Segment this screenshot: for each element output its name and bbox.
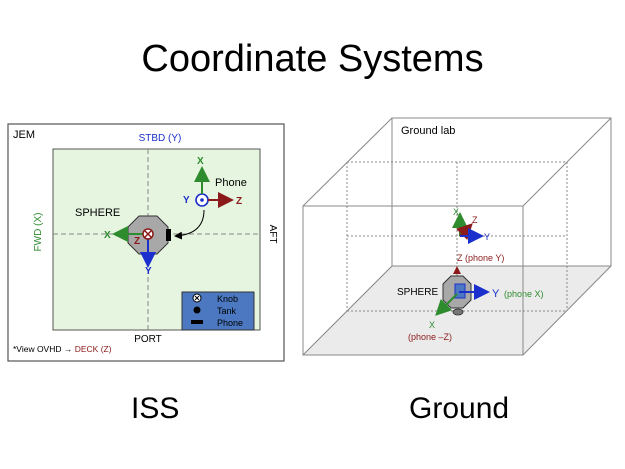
iss-sphere-label: SPHERE bbox=[75, 207, 120, 219]
ground-sphere-knob bbox=[452, 308, 464, 316]
ground-y-label: Y bbox=[492, 288, 500, 300]
sphere-z-label: Z bbox=[134, 236, 140, 247]
stbd-label: STBD (Y) bbox=[139, 133, 182, 144]
ground-x-label: X bbox=[429, 320, 435, 330]
iss-footnote: *View OVHD → DECK (Z) bbox=[13, 344, 112, 354]
phone-z-label: Z bbox=[236, 196, 242, 207]
phone-y-label: Y bbox=[183, 195, 190, 206]
port-label: PORT bbox=[134, 334, 162, 345]
phone-x-label: X bbox=[197, 156, 204, 167]
caption-iss: ISS bbox=[131, 392, 180, 425]
footnote-prefix: *View OVHD → bbox=[13, 344, 75, 354]
sphere-y-label: Y bbox=[145, 266, 152, 277]
ground-box-back bbox=[391, 117, 612, 267]
ground-y-phone-x: (phone X) bbox=[504, 289, 544, 299]
aft-label: AFT bbox=[267, 225, 278, 244]
ground-z-arrow-icon bbox=[453, 266, 461, 274]
iss-phone-label: Phone bbox=[215, 177, 247, 189]
legend-phone: Phone bbox=[217, 318, 243, 328]
phone-callout-arrow bbox=[174, 209, 205, 240]
legend-tank: Tank bbox=[217, 306, 237, 316]
ground-z-phone-y-text: Z (phone Y) bbox=[457, 253, 504, 263]
ground-top-y-label: Y bbox=[484, 232, 490, 242]
page-title: Coordinate Systems bbox=[141, 38, 484, 80]
sphere-x-label: X bbox=[104, 230, 111, 241]
footnote-deck: DECK (Z) bbox=[75, 344, 112, 354]
ground-box-front bbox=[302, 205, 524, 356]
tank-icon bbox=[193, 306, 201, 314]
ground-x-axis bbox=[435, 293, 458, 316]
phone-mount bbox=[166, 229, 171, 241]
ground-top-x-label: X bbox=[453, 207, 459, 217]
ground-top-z-label: Z bbox=[472, 215, 478, 225]
ground-panel-label: Ground lab bbox=[401, 125, 455, 137]
legend-knob: Knob bbox=[217, 294, 238, 304]
ground-x-phone-z: (phone –Z) bbox=[408, 332, 452, 342]
ground-z-phone-y: Z (phone Y) bbox=[457, 253, 504, 263]
ground-top-z-axis bbox=[455, 223, 473, 241]
ground-sphere-label: SPHERE bbox=[397, 287, 438, 298]
fwd-label: FWD (X) bbox=[33, 213, 44, 252]
caption-ground: Ground bbox=[409, 392, 510, 425]
phone-icon bbox=[191, 320, 203, 324]
iss-panel-label: JEM bbox=[13, 129, 35, 141]
